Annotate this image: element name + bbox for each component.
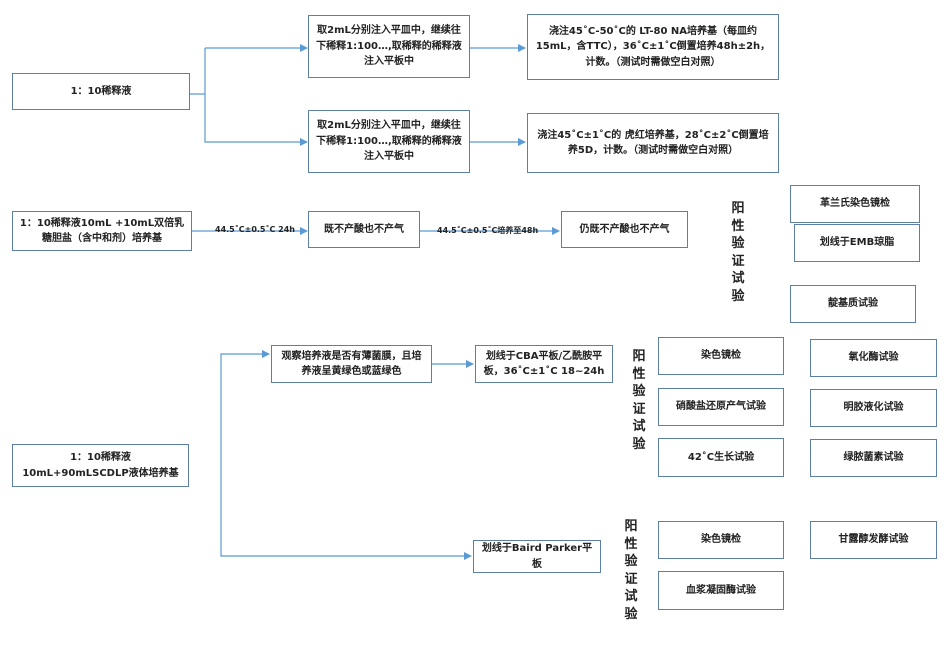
s3-test-nitrate: 硝酸盐还原产气试验	[658, 388, 784, 426]
s3-test-oxidase: 氧化酶试验	[810, 339, 937, 377]
s2-test-indole: 靛基质试验	[790, 285, 916, 323]
s3-confirm-a-label: 阳性验证试验	[632, 349, 646, 452]
connector-s1-branch-b	[204, 94, 308, 146]
s3-test-coagulase: 血浆凝固酶试验	[658, 571, 784, 610]
s3-test-stain: 染色镜检	[658, 337, 784, 375]
connector-s3-trunk	[220, 350, 270, 465]
s3-plate-b-box: 划线于Baird Parker平板	[473, 540, 601, 573]
s1-start-box: 1：10稀释液	[12, 73, 190, 110]
s3-test-pyocyanin: 绿脓菌素试验	[810, 439, 937, 477]
s2-arrow1-label: 44.5˚C±0.5˚C 24h	[215, 225, 295, 234]
s3-step-a-box: 观察培养液是否有薄菌膜，且培养液呈黄绿色或蓝绿色	[271, 345, 432, 383]
s3-test-42c-growth: 42˚C生长试验	[658, 438, 784, 477]
s2-test-gram-stain: 革兰氏染色镜检	[790, 185, 920, 223]
connector-s1-trunk	[190, 48, 206, 95]
s2-step-box: 既不产酸也不产气	[308, 211, 420, 248]
s1-step-b-box: 取2mL分别注入平皿中，继续往下稀释1:100…,取稀释的稀释液注入平板中	[308, 110, 470, 173]
s3-test-gelatin: 明胶液化试验	[810, 389, 937, 427]
s2-start-box: 1：10稀释液10mL +10mL双倍乳糖胆盐（含中和剂）培养基	[12, 211, 192, 251]
s2-test-emb-agar: 划线于EMB琼脂	[794, 224, 920, 262]
s3-start-box: 1：10稀释液 10mL+90mLSCDLP液体培养基	[12, 444, 189, 487]
s3-plate-a-box: 划线于CBA平板/乙酰胺平板，36˚C±1˚C 18~24h	[475, 345, 613, 383]
s1-result-b-box: 浇注45˚C±1˚C的 虎红培养基，28˚C±2˚C倒置培养5D，计数。（测试时…	[527, 113, 779, 173]
s3-test-mannitol: 甘露醇发酵试验	[810, 521, 937, 559]
s3-confirm-b-label: 阳性验证试验	[624, 519, 638, 622]
s2-confirm-label: 阳性验证试验	[731, 201, 745, 304]
s2-arrow2-label: 44.5˚C±0.5˚C培养至48h	[437, 226, 539, 235]
s1-step-a-box: 取2mL分别注入平皿中，继续往下稀释1:100…,取稀释的稀释液注入平板中	[308, 15, 470, 78]
s3-test-stain-b: 染色镜检	[658, 521, 784, 559]
connector-s3-lower	[220, 465, 472, 560]
s2-result-box: 仍既不产酸也不产气	[561, 211, 688, 248]
s1-result-a-box: 浇注45˚C-50˚C的 LT-80 NA培养基（每皿约15mL，含TTC），3…	[527, 14, 779, 80]
